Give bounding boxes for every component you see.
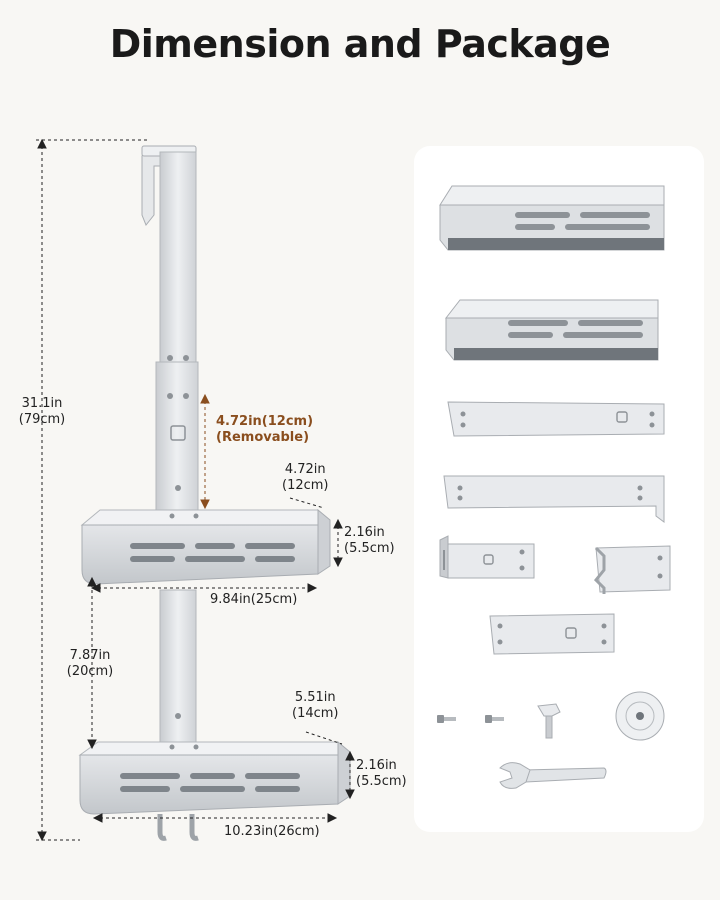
bottom-basket-height-label: 2.16in(5.5cm) [356,758,407,789]
bottom-depth-label: 5.51in(14cm) [292,690,339,721]
screw-icon [437,715,456,723]
hook-plate-icon [439,535,535,579]
top-depth-label: 4.72in(12cm) [282,462,329,493]
long-hook-bar-icon [443,475,665,523]
bracket-icon [593,545,671,594]
wrench-icon [499,762,607,789]
thumb-screw-icon [537,703,561,739]
suction-cup-icon [615,691,665,741]
screw-icon [485,715,504,723]
page-title: Dimension and Package [109,22,611,66]
top-basket-height-label: 2.16in(5.5cm) [344,525,395,556]
removable-label: 4.72in(12cm)(Removable) [216,414,314,445]
large-basket-icon [439,185,665,251]
vertical-bar [155,151,199,751]
spacing-label: 7.87in(20cm) [66,648,114,679]
bottom-width-label: 10.23in(26cm) [224,824,320,839]
total-height-label: 31.1in(79cm) [18,396,66,427]
short-bar-icon [447,401,665,437]
top-width-label: 9.84in(25cm) [210,592,298,607]
dimension-lines [36,138,355,842]
top-basket [80,508,331,585]
mount-plate-icon [489,613,615,655]
small-basket-icon [444,299,659,361]
bottom-basket [78,740,351,841]
